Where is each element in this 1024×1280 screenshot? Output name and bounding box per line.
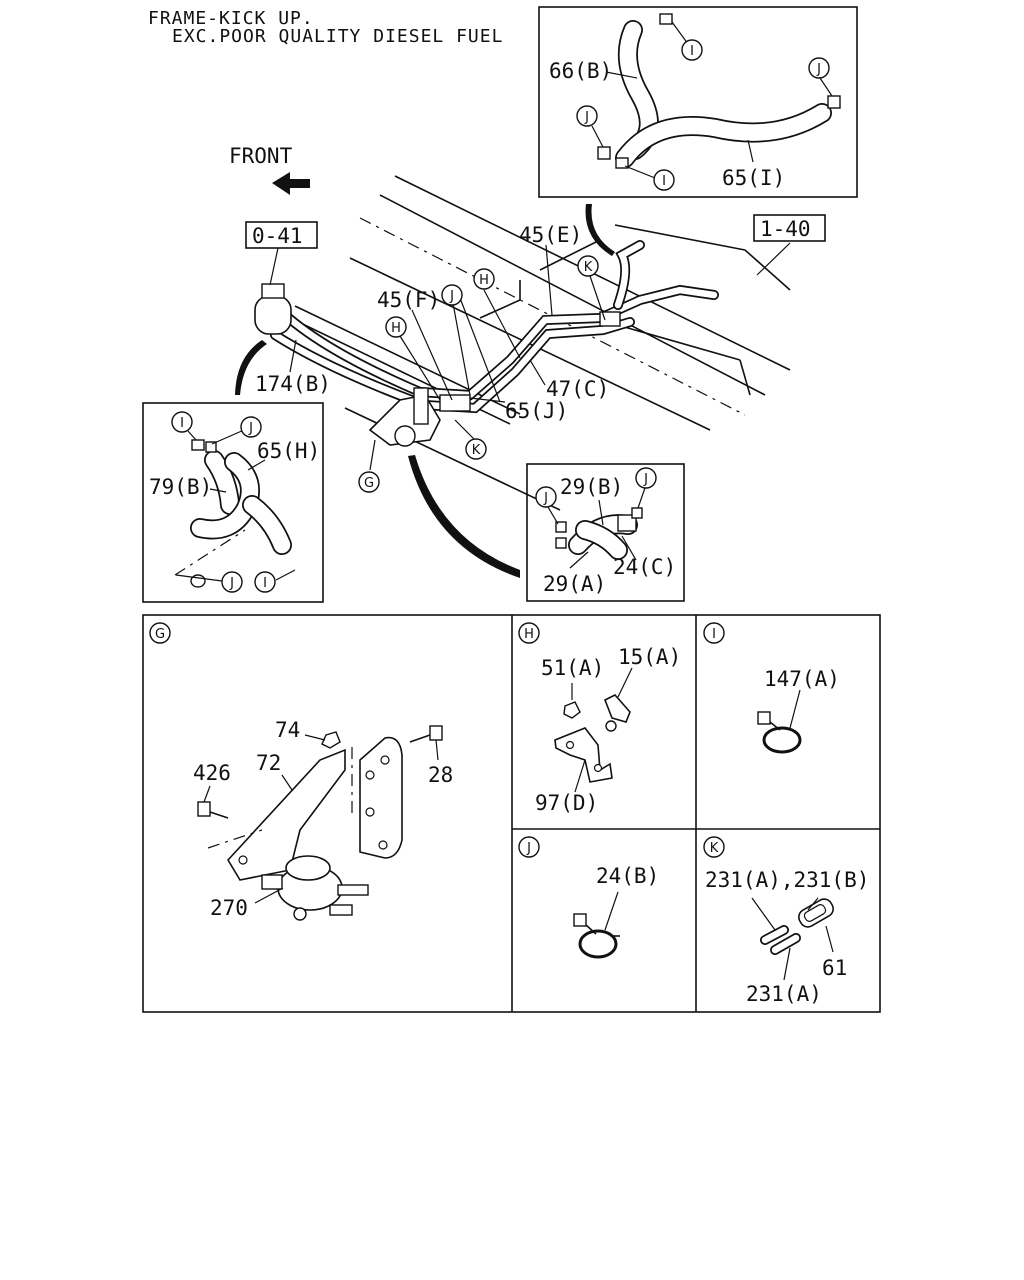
callout-174B: 174(B) — [255, 372, 331, 396]
detail-box-center: 29(B) 29(A) 24(C) — [526, 463, 685, 602]
callout-51A: 51(A) — [541, 656, 604, 680]
callout-231AB: 231(A),231(B) — [705, 868, 869, 892]
svg-text:J: J — [248, 421, 253, 436]
marker-J-panel: J — [518, 836, 540, 858]
svg-text:K: K — [710, 841, 719, 856]
callout-72: 72 — [256, 751, 281, 775]
svg-text:J: J — [526, 841, 531, 856]
svg-text:H: H — [391, 321, 401, 336]
panel-J: J 24(B) — [518, 836, 659, 959]
svg-text:I: I — [712, 627, 716, 642]
callout-270: 270 — [210, 896, 248, 920]
svg-text:H: H — [479, 273, 489, 288]
svg-text:J: J — [584, 110, 589, 125]
panel-H: H 51(A) 15(A) 97(D) — [518, 622, 681, 815]
callout-97D: 97(D) — [535, 791, 598, 815]
svg-text:J: J — [449, 289, 454, 304]
reference-box-left: 0-41 — [245, 221, 318, 249]
callout-65I: 65(I) — [722, 166, 785, 190]
callout-47C: 47(C) — [546, 377, 609, 401]
marker-K-panel: K — [703, 836, 725, 858]
front-arrow-icon — [272, 172, 310, 195]
svg-text:J: J — [543, 491, 548, 506]
marker-J-left-bottom: J — [221, 571, 243, 593]
callout-24C: 24(C) — [613, 555, 676, 579]
panel-I: I 147(A) — [703, 622, 840, 754]
detail-box-left: 65(H) 79(B) — [142, 402, 324, 603]
detail-pointer-left — [235, 340, 267, 395]
callout-79B: 79(B) — [149, 475, 212, 499]
svg-text:I: I — [263, 576, 267, 591]
marker-I-panel: I — [703, 622, 725, 644]
svg-text:H: H — [524, 627, 534, 642]
marker-J-upper-left: J — [576, 105, 598, 127]
callout-66B: 66(B) — [549, 59, 612, 83]
callout-61: 61 — [822, 956, 847, 980]
callout-231A: 231(A) — [746, 982, 822, 1006]
reference-box-right: 1-40 — [753, 214, 826, 242]
main-assembly — [254, 175, 791, 511]
svg-text:K: K — [472, 443, 481, 458]
panel-G: G 74 72 426 28 270 — [149, 622, 453, 921]
callout-45F: 45(F) — [377, 288, 440, 312]
header-line-2: EXC.POOR QUALITY DIESEL FUEL — [172, 26, 503, 47]
svg-text:K: K — [584, 260, 593, 275]
svg-text:G: G — [364, 476, 374, 491]
marker-G-main: G — [358, 471, 380, 493]
marker-I-upper: I — [681, 39, 703, 61]
callout-426: 426 — [193, 761, 231, 785]
marker-H-top: H — [473, 268, 495, 290]
marker-J-center-right: J — [635, 467, 657, 489]
callout-15A: 15(A) — [618, 645, 681, 669]
detail-pointer-upper — [585, 204, 615, 256]
marker-H-left: H — [385, 316, 407, 338]
callout-65H: 65(H) — [257, 439, 320, 463]
header-line-1: FRAME-KICK UP. — [148, 8, 314, 29]
callout-29A: 29(A) — [543, 572, 606, 596]
callout-147A: 147(A) — [764, 667, 840, 691]
marker-K-bottom: K — [465, 438, 487, 460]
marker-J-center-left: J — [535, 486, 557, 508]
marker-H-panel: H — [518, 622, 540, 644]
svg-text:I: I — [690, 44, 694, 59]
svg-text:1-40: 1-40 — [760, 217, 811, 241]
svg-text:J: J — [816, 62, 821, 77]
callout-28: 28 — [428, 763, 453, 787]
svg-text:J: J — [643, 472, 648, 487]
callout-29B: 29(B) — [560, 475, 623, 499]
marker-J-left-top: J — [240, 416, 262, 438]
callout-24B: 24(B) — [596, 864, 659, 888]
svg-text:0-41: 0-41 — [252, 224, 303, 248]
marker-I-left-bottom: I — [254, 571, 276, 593]
svg-text:I: I — [662, 174, 666, 189]
svg-text:J: J — [229, 576, 234, 591]
marker-I-upper-bottom: I — [653, 169, 675, 191]
marker-K-top: K — [577, 255, 599, 277]
detail-pointer-bottom — [408, 455, 520, 578]
marker-G-panel: G — [149, 622, 171, 644]
svg-text:G: G — [155, 627, 165, 642]
detail-grid — [142, 614, 881, 1013]
detail-box-upper-right: 66(B) 65(I) — [538, 6, 858, 198]
callout-65J: 65(J) — [505, 399, 568, 423]
marker-J-upper-right: J — [808, 57, 830, 79]
marker-I-left-top: I — [171, 411, 193, 433]
callout-74: 74 — [275, 718, 300, 742]
front-label: FRONT — [229, 144, 293, 168]
panel-K: K 231(A),231(B) 61 231(A) — [703, 836, 869, 1006]
marker-J-top: J — [441, 284, 463, 306]
callout-45E: 45(E) — [519, 223, 582, 247]
svg-text:I: I — [180, 416, 184, 431]
